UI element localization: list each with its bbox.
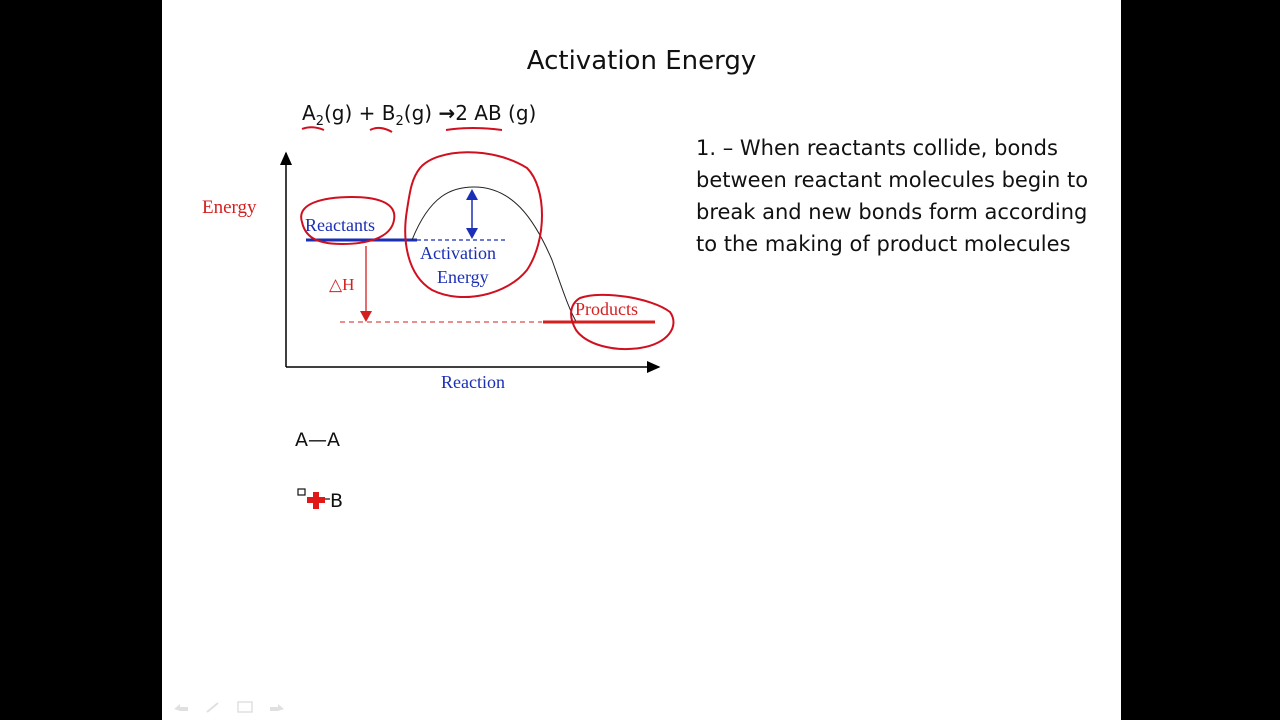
next-slide-icon[interactable] bbox=[268, 698, 286, 711]
reaction-equation: A2(g) + B2(g) →2 AB (g) bbox=[302, 101, 536, 129]
x-axis-label: Reaction bbox=[441, 372, 505, 392]
reactant-a-subscript: 2 bbox=[315, 114, 324, 129]
activation-arrow-top-icon bbox=[466, 189, 478, 200]
products-label: Products bbox=[575, 299, 638, 319]
reaction-arrow-icon: → bbox=[438, 101, 456, 125]
reactant-b-state: (g) bbox=[403, 101, 439, 125]
activation-energy-label-2: Energy bbox=[437, 267, 489, 287]
reactant-a: A bbox=[302, 101, 316, 125]
bullet-point: 1. – When reactants collide, bonds betwe… bbox=[696, 136, 1089, 256]
pen-tool-icon[interactable] bbox=[204, 698, 222, 713]
reactant-b: B bbox=[381, 101, 396, 125]
underline-b2 bbox=[369, 126, 393, 133]
prev-slide-icon[interactable] bbox=[172, 698, 190, 711]
products-circle bbox=[570, 293, 675, 350]
delta-h-arrowhead-icon bbox=[360, 311, 372, 322]
slide: Activation Energy A2(g) + B2(g) →2 AB (g… bbox=[162, 0, 1121, 720]
reactant-b-subscript: 2 bbox=[395, 114, 404, 129]
underline-a2 bbox=[301, 126, 325, 131]
molecule-b-label: B bbox=[330, 490, 344, 512]
y-axis-label: Energy bbox=[202, 197, 257, 218]
molecule-a-a: A—A bbox=[295, 429, 340, 451]
energy-curve bbox=[411, 186, 578, 324]
product-state: (g) bbox=[501, 101, 537, 125]
molecule-b-b: B bbox=[296, 487, 343, 515]
reactants-label: Reactants bbox=[305, 215, 375, 235]
underline-2ab bbox=[445, 127, 503, 131]
activation-energy-circle bbox=[404, 151, 543, 298]
product: 2 AB bbox=[455, 101, 502, 125]
activation-energy-label-1: Activation bbox=[420, 243, 496, 263]
reactant-a-state: (g) + bbox=[323, 101, 382, 125]
energy-diagram: Energy Reaction Reactants Activation Ene… bbox=[202, 126, 675, 392]
slide-title: Activation Energy bbox=[526, 46, 757, 76]
delta-h-label: △H bbox=[329, 275, 354, 294]
reactants-circle bbox=[300, 195, 396, 246]
slideshow-toolbar bbox=[172, 698, 286, 713]
slide-menu-icon[interactable] bbox=[236, 698, 254, 713]
pen-cursor-icon bbox=[297, 488, 330, 509]
activation-arrow-bottom-icon bbox=[466, 228, 478, 239]
